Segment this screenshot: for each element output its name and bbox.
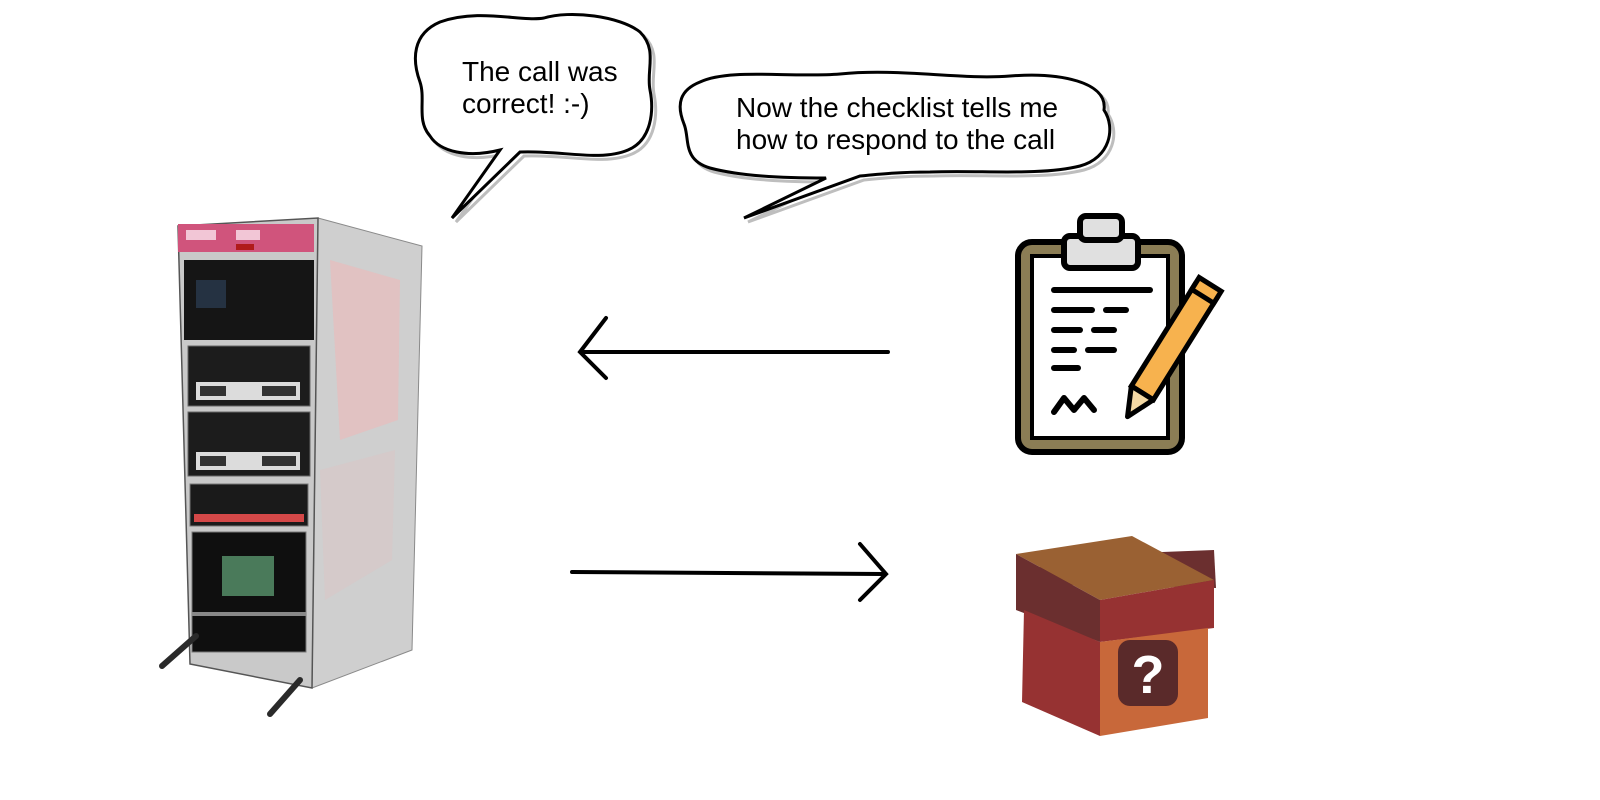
- speech-bubble-1: [413, 12, 658, 224]
- arrow-left: [577, 316, 890, 380]
- question-mark-glyph: ?: [1132, 645, 1165, 705]
- speech-bubble-2-text: Now the checklist tells me how to respon…: [736, 92, 1059, 155]
- speech-bubble-1-text: The call was correct! :-): [462, 56, 618, 119]
- arrow-right: [570, 542, 889, 602]
- mystery-box-question-icon: ?: [1016, 536, 1216, 736]
- mainframe-cabinet-icon: [159, 217, 423, 717]
- speech-bubble-2: [678, 70, 1116, 224]
- clipboard-checklist-with-pencil-icon: [1015, 213, 1225, 455]
